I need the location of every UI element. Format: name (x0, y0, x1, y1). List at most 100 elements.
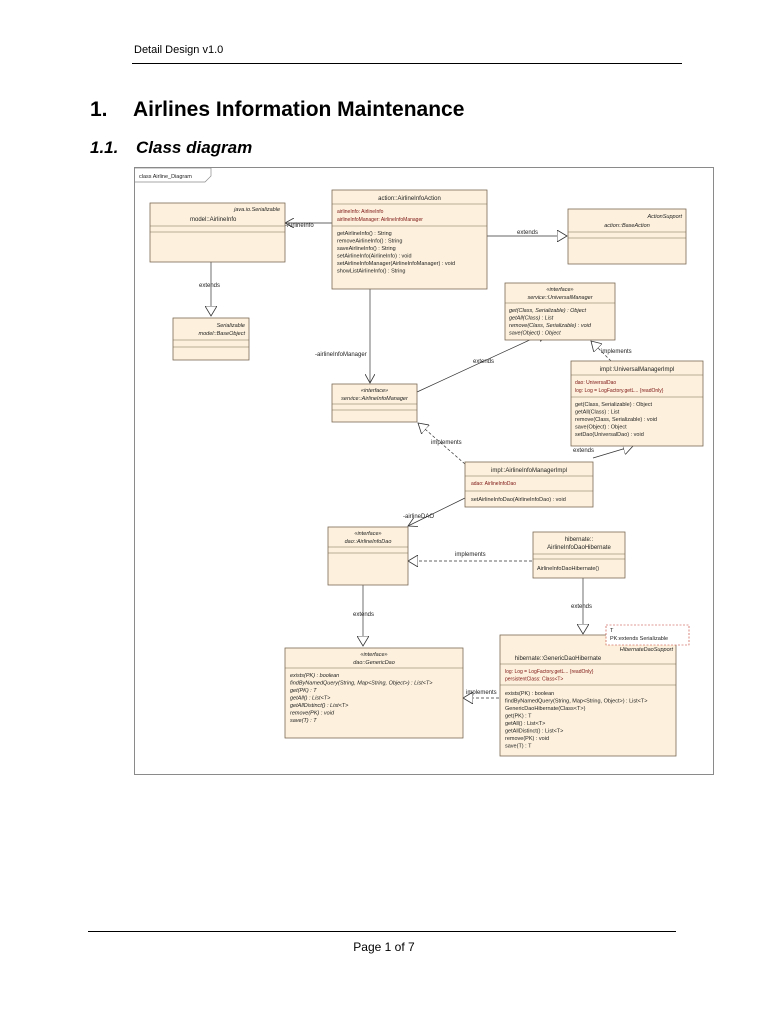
genericdao-stereo: «interface» (360, 652, 387, 658)
genericdaohibernate-op-4: get(PK) : T (505, 714, 532, 720)
label-extends-manager: extends (473, 359, 494, 365)
airlineinfomanagerimpl-attr-1: adao: AirlineInfoDao (471, 481, 516, 487)
universalmanagerimpl-op-2: getAll(Class) : List (575, 410, 620, 416)
daohibernate-name-1: hibernate:: (565, 537, 594, 543)
label-implements-universal: implements (601, 349, 632, 355)
section-number: 1. (90, 98, 108, 121)
label-extends-airlineinfo: extends (199, 283, 220, 289)
document-header-title: Detail Design v1.0 (134, 44, 224, 56)
genericdaohibernate-op-6: getAllDistinct() : List<T> (505, 729, 563, 735)
genericdaohibernate-attr-1: log: Log = LogFactory.getL... {readOnly} (505, 669, 594, 675)
class-baseaction: ActionSupport action::BaseAction (567, 208, 687, 265)
universalmanagerimpl-op-3: remove(Class, Serializable) : void (575, 417, 657, 423)
genericdaohibernate-op-8: save(T) : T (505, 744, 532, 750)
generalization-airlineinfomanagerimpl (592, 446, 633, 459)
label-airlineinfomanager: -airlineInfoManager (315, 352, 367, 358)
action-attr-2: airlineInfoManager: AirlineInfoManager (337, 217, 423, 223)
class-airlineinfo-stereo: java.io.Serializable (233, 207, 280, 213)
label-implements-generic: implements (466, 690, 497, 696)
action-op-4: setAirlineInfo(AirlineInfo) : void (337, 254, 412, 260)
universalmanager-op-1: get(Class, Serializable) : Object (509, 308, 587, 314)
class-genericdaohibernate: T PK:extends Serializable HibernateDaoSu… (499, 624, 690, 757)
class-genericdao: «interface» dao::GenericDao exists(PK) :… (284, 647, 464, 739)
universalmanager-op-4: save(Object) : Object (509, 331, 561, 337)
generalization-airlineinfomanager (416, 332, 547, 393)
class-action-name: action::AirlineInfoAction (378, 196, 441, 202)
genericdao-op-4: getAll() : List<T> (290, 696, 331, 702)
footer-divider (88, 931, 676, 932)
universalmanagerimpl-name: impl::UniversalManagerImpl (600, 367, 674, 373)
realization-airlineinfomanagerimpl (418, 423, 466, 465)
label-extends-dao: extends (353, 612, 374, 618)
class-diagram-frame: .box { fill: #fdf1dd; stroke: #7a6a55; s… (134, 167, 714, 775)
universalmanagerimpl-op-4: save(Object) : Object (575, 425, 627, 431)
airlineinfodao-name: dao::AirlineInfoDao (345, 539, 392, 545)
class-baseobject-name: model::BaseObject (199, 331, 246, 337)
genericdao-name: dao::GenericDao (353, 660, 395, 666)
page-total: 7 (408, 940, 415, 954)
universalmanager-op-3: remove(Class, Serializable) : void (509, 323, 592, 329)
genericdaohibernate-template-2: PK:extends Serializable (610, 636, 668, 642)
class-airlineinfomanager: «interface» service::AirlineInfoManager (331, 383, 418, 423)
genericdaohibernate-name: hibernate::GenericDaoHibernate (515, 656, 602, 662)
genericdaohibernate-op-3: GenericDaoHibernate(Class<T>) (505, 706, 586, 712)
action-op-5: setAirlineInfoManager(AirlineInfoManager… (337, 261, 455, 267)
genericdaohibernate-template-1: T (610, 628, 614, 634)
label-implements-manager: implements (431, 440, 462, 446)
airlineinfomanagerimpl-name: impl::AirlineInfoManagerImpl (491, 468, 567, 474)
genericdaohibernate-attr-2: persistentClass: Class<T> (505, 677, 563, 683)
genericdao-op-5: getAllDistinct() : List<T> (290, 703, 349, 709)
airlineinfomanager-name: service::AirlineInfoManager (341, 396, 409, 402)
page-of: of (394, 940, 405, 954)
universalmanagerimpl-attr-2: log: Log = LogFactory.getL... {readOnly} (575, 388, 664, 394)
airlineinfomanagerimpl-op-1: setAirlineInfoDao(AirlineInfoDao) : void (471, 497, 566, 503)
label-airlineinfo: -AirlineInfo (285, 223, 314, 229)
universalmanagerimpl-attr-1: dao: UniversalDao (575, 380, 616, 386)
universalmanager-name: service::UniversalManager (527, 295, 593, 301)
label-extends-action: extends (517, 230, 538, 236)
class-baseobject: Serializable model::BaseObject (172, 317, 250, 361)
action-op-1: getAirlineInfo() : String (337, 231, 392, 237)
universalmanager-op-2: getAll(Class) : List (509, 316, 554, 322)
action-attr-1: airlineInfo: AirlineInfo (337, 209, 384, 215)
class-airlineinfo: java.io.Serializable model::AirlineInfo (149, 202, 286, 263)
class-airlineinfodao: «interface» dao::AirlineInfoDao (327, 526, 409, 586)
frame-label: class Airline_Diagram (139, 174, 192, 180)
airlineinfodao-stereo: «interface» (354, 531, 381, 537)
class-universalmanagerimpl: impl::UniversalManagerImpl dao: Universa… (570, 360, 704, 447)
genericdaohibernate-stereo: HibernateDaoSupport (620, 647, 674, 653)
genericdaohibernate-op-7: remove(PK) : void (505, 736, 549, 742)
daohibernate-name-2: AirlineInfoDaoHibernate (547, 545, 611, 551)
label-extends-hibernate: extends (571, 604, 592, 610)
subsection-title: Class diagram (136, 138, 253, 157)
genericdaohibernate-op-1: exists(PK) : boolean (505, 691, 554, 697)
universalmanager-stereo: «interface» (546, 287, 573, 293)
genericdao-op-1: exists(PK) : boolean (290, 673, 339, 679)
association-airlinedao (408, 497, 466, 526)
subsection-number: 1.1. (90, 138, 119, 157)
frame-tab (135, 168, 212, 183)
genericdao-op-2: findByNamedQuery(String, Map<String, Obj… (290, 681, 433, 687)
page-prefix: Page (353, 940, 382, 954)
action-op-6: showListAirlineInfo() : String (337, 269, 405, 275)
class-universalmanager: «interface» service::UniversalManager ge… (504, 282, 616, 341)
label-implements-dao: implements (455, 552, 486, 558)
daohibernate-op-1: AirlineInfoDaoHibernate() (537, 566, 599, 572)
universalmanagerimpl-op-5: setDao(UniversalDao) : void (575, 432, 644, 438)
class-airlineinfoaction: action::AirlineInfoAction airlineInfo: A… (331, 189, 488, 290)
header-divider (132, 63, 682, 64)
class-baseaction-name: action::BaseAction (604, 223, 650, 229)
label-airlinedao: -airlineDAO (403, 514, 434, 520)
section-title: Airlines Information Maintenance (133, 98, 465, 121)
class-airlineinfomanagerimpl: impl::AirlineInfoManagerImpl adao: Airli… (464, 461, 594, 508)
universalmanagerimpl-op-1: get(Class, Serializable) : Object (575, 402, 653, 408)
class-baseaction-stereo: ActionSupport (646, 214, 682, 220)
genericdaohibernate-op-2: findByNamedQuery(String, Map<String, Obj… (505, 699, 647, 705)
genericdao-op-6: remove(PK) : void (290, 711, 335, 717)
page-footer: Page 1 of 7 (0, 940, 768, 954)
action-op-3: saveAirlineInfo() : String (337, 246, 396, 252)
airlineinfomanager-stereo: «interface» (361, 388, 388, 394)
class-baseobject-stereo: Serializable (217, 323, 245, 329)
page-number: 1 (384, 940, 392, 954)
class-airlineinfodaohibernate: hibernate:: AirlineInfoDaoHibernate Airl… (532, 531, 626, 579)
